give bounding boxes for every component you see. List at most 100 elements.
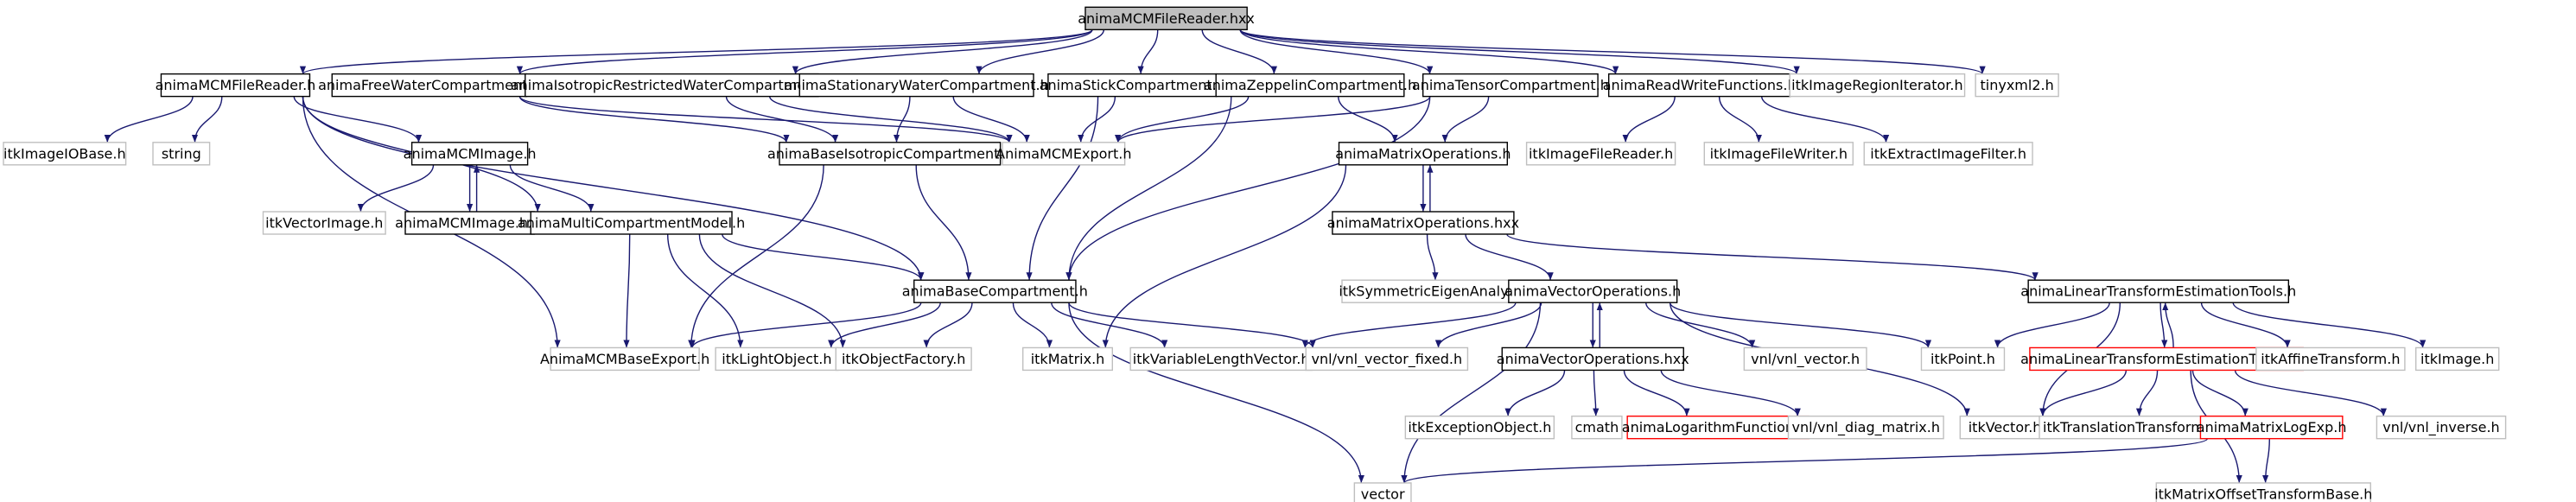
graph-node-mcmimagehxx[interactable]: animaMCMImage.hxx xyxy=(395,211,544,235)
graph-node-vectoropshxx[interactable]: animaVectorOperations.hxx xyxy=(1497,346,1689,372)
node-label: itkImageFileWriter.h xyxy=(1710,145,1848,162)
graph-node-diagmatrix: vnl/vnl_diag_matrix.h xyxy=(1787,415,1944,440)
graph-node-baseiso[interactable]: animaBaseIsotropicCompartment.h xyxy=(767,142,1013,166)
node-label: animaLogarithmFunctions.h xyxy=(1622,419,1815,435)
edge-vectoropshxx-to-cmath xyxy=(1593,370,1600,416)
node-label: itkLightObject.h xyxy=(722,351,831,367)
node-label: AnimaMCMBaseExport.h xyxy=(540,351,709,367)
node-box xyxy=(550,346,700,372)
edge-isorestricted-to-baseiso xyxy=(725,96,839,143)
node-label: itkExtractImageFilter.h xyxy=(1870,145,2026,162)
edge-vectorops-to-vectorstd xyxy=(1401,302,1542,483)
node-label: animaVectorOperations.hxx xyxy=(1497,351,1689,367)
edge-baseiso-to-mcmbaseexport xyxy=(688,164,824,348)
edge-matrixopshxx-to-symeigen xyxy=(1426,233,1439,281)
edge-freewater-to-baseiso xyxy=(518,96,790,143)
graph-node-matrixlogexp[interactable]: animaMatrixLogExp.h xyxy=(2197,415,2347,440)
graph-node-tensor[interactable]: animaTensorCompartment.h xyxy=(1412,73,1609,98)
node-box xyxy=(2255,346,2406,372)
nodes-layer: animaMCMFileReader.hxx animaMCMFileReader… xyxy=(3,6,2507,502)
node-box xyxy=(410,142,529,166)
edge-zeppelin-to-basecomp xyxy=(1065,96,1232,281)
node-box xyxy=(2376,415,2507,440)
graph-node-matrixops[interactable]: animaMatrixOperations.h xyxy=(1335,142,1511,166)
node-box xyxy=(1508,279,1678,303)
node-box xyxy=(3,142,127,166)
graph-node-mcmimage[interactable]: animaMCMImage.h xyxy=(404,142,537,166)
node-box xyxy=(1305,346,1469,372)
node-label: itkVector.h xyxy=(1969,419,2042,435)
edge-root-to-freewater xyxy=(517,29,1093,75)
edge-vectorops-to-vnlvector xyxy=(1645,302,1756,348)
node-label: animaBaseIsotropicCompartment.h xyxy=(767,145,1013,162)
edge-linearesthxx-to-translation xyxy=(2135,370,2159,416)
node-label: animaMCMImage.h xyxy=(404,145,537,162)
node-box xyxy=(1338,142,1509,166)
graph-node-stationary[interactable]: animaStationaryWaterCompartment.h xyxy=(785,73,1049,98)
graph-node-lightobject: itkLightObject.h xyxy=(715,346,839,372)
edge-root-to-isorestricted xyxy=(792,29,1093,74)
node-box xyxy=(1002,142,1126,166)
edge-matrixopshxx-to-vectorops xyxy=(1465,233,1554,281)
graph-node-readwrite[interactable]: animaReadWriteFunctions.h xyxy=(1603,73,1797,98)
edge-vectoropshxx-to-exceptionobj xyxy=(1504,370,1566,416)
node-box xyxy=(1975,73,2059,98)
graph-node-freewater[interactable]: animaFreeWaterCompartment.h xyxy=(318,73,541,98)
graph-node-varlenvec: itkVariableLengthVector.h xyxy=(1129,346,1313,372)
edge-zeppelin-to-mcmexport xyxy=(1115,96,1250,143)
node-box xyxy=(1863,142,2033,166)
graph-node-stick[interactable]: animaStickCompartment.h xyxy=(1040,73,1225,98)
node-label: string xyxy=(162,145,201,162)
node-label: animaBaseCompartment.h xyxy=(902,283,1088,300)
node-box xyxy=(2414,346,2500,372)
node-label: itkPoint.h xyxy=(1930,351,1995,367)
node-box xyxy=(2027,279,2290,303)
node-label: vnl/vnl_vector_fixed.h xyxy=(1312,351,1463,368)
graph-node-zeppelin[interactable]: animaZeppelinCompartment.h xyxy=(1204,73,1416,98)
edge-linearest-to-linearesthxx xyxy=(2159,302,2168,348)
edge-stationary-to-mcmexport xyxy=(952,96,1030,143)
node-label: itkVariableLengthVector.h xyxy=(1133,351,1310,367)
graph-node-matrixopshxx[interactable]: animaMatrixOperations.hxx xyxy=(1327,211,1519,235)
node-label: animaTensorCompartment.h xyxy=(1412,77,1609,93)
edge-vectorops-to-itkpoint xyxy=(1669,302,1931,348)
edge-mcmimage-to-vectorimage xyxy=(357,164,435,213)
graph-node-logfuncs[interactable]: animaLogarithmFunctions.h xyxy=(1622,415,1815,440)
edge-vectoropshxx-to-diagmatrix xyxy=(1660,370,1801,416)
graph-node-mcmbaseexport: AnimaMCMBaseExport.h xyxy=(540,346,709,372)
graph-node-isorestricted[interactable]: animaIsotropicRestrictedWaterCompartment… xyxy=(511,73,833,98)
node-box xyxy=(1959,415,2051,440)
graph-node-reader_h[interactable]: animaMCMFileReader.h xyxy=(156,73,316,98)
node-box xyxy=(2155,482,2372,502)
graph-node-regioniter: itkImageRegionIterator.h xyxy=(1789,73,1966,98)
graph-node-string: string xyxy=(152,142,211,166)
edge-basecomp-to-varlenvec xyxy=(1051,302,1168,348)
edge-freewater-to-mcmexport xyxy=(518,95,1013,143)
edge-multicomp-to-basecomp xyxy=(722,233,925,281)
node-label: vnl/vnl_inverse.h xyxy=(2382,419,2499,436)
node-label: animaFreeWaterCompartment.h xyxy=(318,77,540,93)
node-label: animaStickCompartment.h xyxy=(1040,77,1225,93)
node-box xyxy=(1084,6,1248,31)
node-label: AnimaMCMExport.h xyxy=(995,145,1131,162)
graph-node-vectorops[interactable]: animaVectorOperations.h xyxy=(1504,279,1681,303)
node-box xyxy=(1787,415,1944,440)
node-box xyxy=(1021,346,1113,372)
edge-basecomp-to-objectfactory xyxy=(923,302,973,348)
node-box xyxy=(1525,142,1676,166)
edge-root-to-stationary xyxy=(976,29,1105,74)
graph-node-vectorstd: vector xyxy=(1353,482,1412,502)
graph-node-linearest[interactable]: animaLinearTransformEstimationTools.h xyxy=(2020,279,2296,303)
graph-node-basecomp[interactable]: animaBaseCompartment.h xyxy=(902,279,1088,303)
graph-node-multicomp[interactable]: animaMultiCompartmentModel.h xyxy=(518,211,745,235)
edge-reader_h-to-string xyxy=(191,96,223,143)
graph-node-affine: itkAffineTransform.h xyxy=(2255,346,2406,372)
edge-root-to-regioniter xyxy=(1239,29,1800,75)
node-label: itkMatrixOffsetTransformBase.h xyxy=(2154,486,2372,502)
graph-node-itkmatrix: itkMatrix.h xyxy=(1021,346,1113,372)
node-box xyxy=(835,346,972,372)
graph-node-filewriter: itkImageFileWriter.h xyxy=(1703,142,1854,166)
node-label: itkImageRegionIterator.h xyxy=(1791,77,1962,93)
graph-node-root[interactable]: animaMCMFileReader.hxx xyxy=(1078,6,1255,31)
edge-root-to-tensor xyxy=(1239,29,1434,74)
